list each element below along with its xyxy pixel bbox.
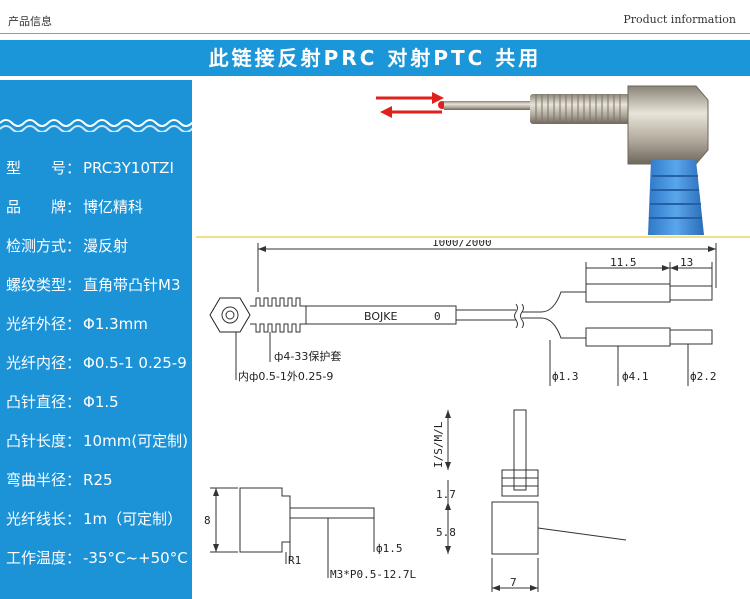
header-divider — [0, 33, 750, 34]
top-header: 产品信息 Product information — [0, 0, 750, 38]
fiber-diameter: ф1.3 — [552, 370, 579, 383]
header-right-text: Product information — [623, 13, 736, 26]
mark-label: 0 — [434, 310, 441, 323]
spec-model: 型 号：PRC3Y10TZI — [6, 157, 174, 178]
spec-bend-radius: 弯曲半径：R25 — [6, 469, 113, 490]
spec-value: -35°C~+50°C — [83, 549, 188, 567]
spec-value: 博亿精科 — [83, 198, 144, 216]
spec-value: 直角带凸针M3 — [83, 276, 181, 294]
spec-value: R25 — [83, 471, 113, 489]
spec-sidebar: 型 号：PRC3Y10TZI 品 牌：博亿精科 检测方式：漫反射 螺纹类型：直角… — [0, 80, 192, 599]
height-1-7: 1.7 — [436, 488, 456, 501]
spec-label: 凸针长度： — [6, 432, 82, 450]
spec-label: 工作温度： — [6, 549, 82, 567]
probe-needle — [444, 101, 530, 110]
tip-diameter: ф2.2 — [690, 370, 717, 383]
height-8: 8 — [204, 514, 211, 527]
spec-value: PRC3Y10TZI — [83, 159, 174, 177]
pin-diameter: ф1.5 — [376, 542, 403, 555]
inner-label: 内ф0.5-1外0.25-9 — [238, 369, 333, 383]
light-arrow-icon — [376, 92, 444, 118]
header-left-text: 产品信息 — [8, 15, 52, 28]
technical-drawing: 1000/2000 BOJKE 0 11.5 13 ф1.3 ф4.1 ф2.2… — [204, 240, 717, 592]
spec-label: 光纤线长： — [6, 510, 82, 528]
spec-value: 10mm(可定制) — [83, 432, 189, 450]
spec-value: 漫反射 — [83, 237, 129, 255]
spec-label: 光纤内径： — [6, 354, 82, 372]
spec-label: 弯曲半径： — [6, 471, 82, 489]
r1-label: R1 — [288, 554, 301, 567]
spec-label: 螺纹类型： — [6, 276, 82, 294]
plug-diameter: ф4.1 — [622, 370, 649, 383]
product-photo — [196, 80, 750, 235]
spec-value: Φ1.5 — [83, 393, 119, 411]
spec-cable-length: 光纤线长：1m（可定制） — [6, 508, 182, 529]
title-banner: 此链接反射PRC 对射PTC 共用 — [0, 40, 750, 76]
spec-label: 凸针直径： — [6, 393, 82, 411]
spec-brand: 品 牌：博亿精科 — [6, 196, 143, 217]
banner-title: 此链接反射PRC 对射PTC 共用 — [208, 46, 542, 70]
spec-detection: 检测方式：漫反射 — [6, 235, 128, 256]
lsml-label: I/S/M/L — [432, 421, 445, 468]
spec-value: Φ0.5-1 0.25-9 — [83, 354, 187, 372]
sleeve-label: ф4-33保护套 — [274, 349, 341, 363]
spec-outer-diameter: 光纤外径：Φ1.3mm — [6, 313, 148, 334]
spec-value: 1m（可定制） — [83, 510, 183, 528]
blue-sleeve — [648, 160, 704, 235]
spec-label: 检测方式： — [6, 237, 82, 255]
spec-label: 型 号： — [6, 159, 82, 177]
spec-label: 品 牌： — [6, 198, 82, 216]
spec-pin-diameter: 凸针直径：Φ1.5 — [6, 391, 119, 412]
plug-length-1: 11.5 — [610, 256, 637, 269]
thread-spec: M3*P0.5-12.7L — [330, 568, 416, 581]
hex-head — [627, 85, 709, 165]
section-divider — [196, 236, 750, 238]
brand-label: BOJKE — [364, 310, 397, 323]
spec-temperature: 工作温度：-35°C~+50°C — [6, 547, 188, 568]
length-label: 1000/2000 — [432, 240, 492, 249]
thread-lines — [535, 94, 621, 124]
spec-thread: 螺纹类型：直角带凸针M3 — [6, 274, 181, 295]
spec-pin-length: 凸针长度：10mm(可定制) — [6, 430, 188, 451]
sleeve-ribs — [649, 175, 702, 219]
spec-inner-diameter: 光纤内径：Φ0.5-1 0.25-9 — [6, 352, 187, 373]
spec-label: 光纤外径： — [6, 315, 82, 333]
height-5-8: 5.8 — [436, 526, 456, 539]
width-7: 7 — [510, 576, 517, 589]
plug-length-2: 13 — [680, 256, 693, 269]
spec-value: Φ1.3mm — [83, 315, 148, 333]
wave-decoration — [0, 119, 192, 132]
thread-body — [530, 94, 630, 124]
